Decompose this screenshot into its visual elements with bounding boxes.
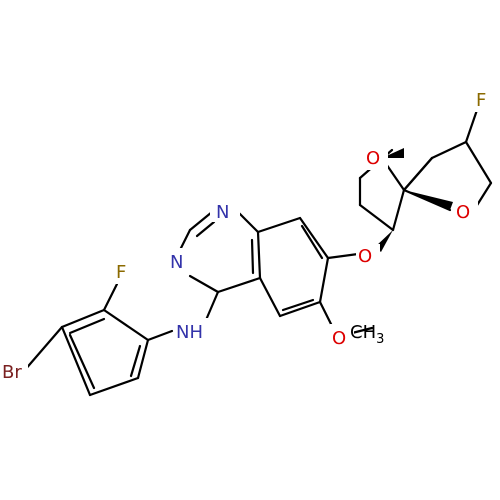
atom-nh: NH [176, 322, 203, 343]
atom-f-aryl: F [116, 262, 126, 283]
atom-f-bicyclic: F [476, 90, 486, 111]
atom-o-methoxy: O [332, 328, 346, 349]
atom-labels: N N NH F Br O O CH3 O O F [0, 88, 494, 384]
atom-br: Br [2, 362, 22, 383]
atom-ch3: CH3 [350, 322, 384, 347]
atom-o-ring2: O [456, 202, 470, 223]
atom-n3: N [216, 202, 229, 223]
atom-o-ring1: O [366, 148, 380, 169]
atom-o-ether: O [358, 246, 372, 267]
atom-n1: N [170, 252, 183, 273]
